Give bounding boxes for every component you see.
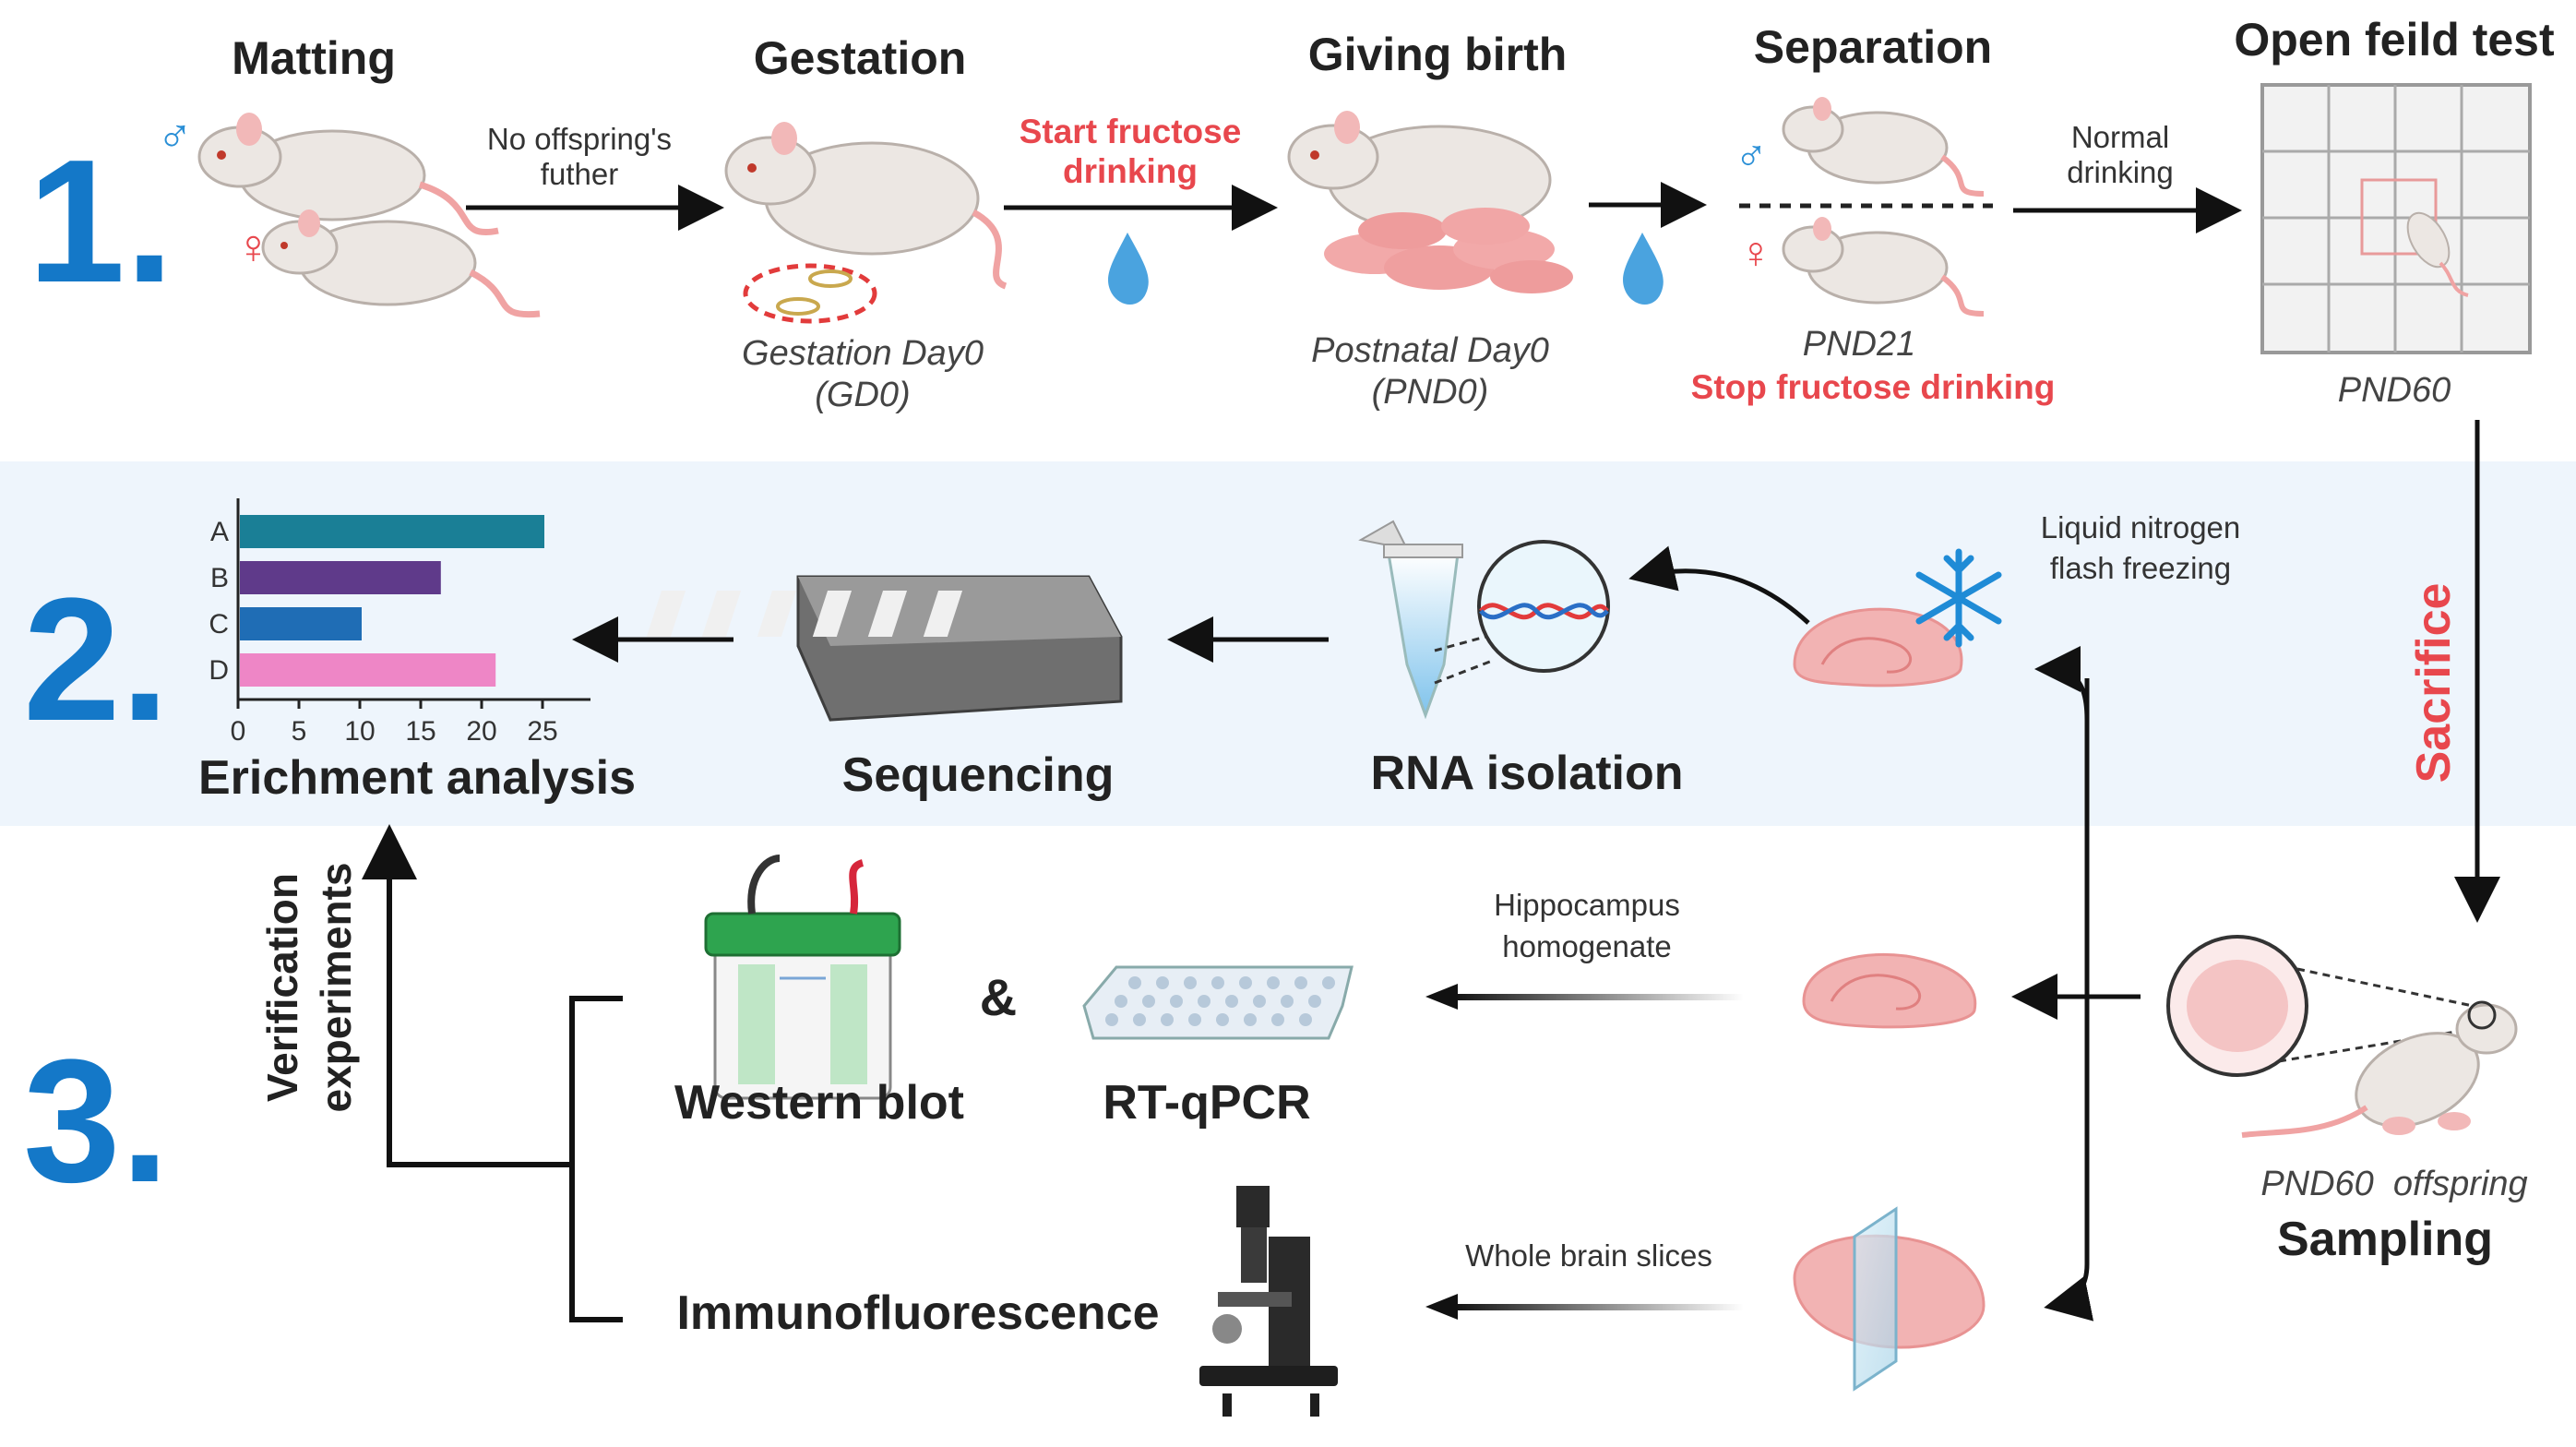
microscope-icon [1199, 1186, 1338, 1417]
label-hippocampus-1: Hippocampus [1494, 888, 1680, 922]
bar-a [240, 515, 544, 548]
male-symbol-2: ♂ [1735, 132, 1768, 181]
label-gd0-2: (GD0) [815, 376, 910, 414]
distribution-connector [2044, 678, 2094, 1321]
brain-hemisphere-icon [1793, 607, 1963, 688]
verification-bracket [389, 835, 623, 1322]
western-blot-icon [704, 855, 901, 1100]
category-label-b: B [210, 563, 229, 593]
stage-matting: Matting [232, 32, 396, 84]
qpcr-plate-icon [1082, 965, 1354, 1040]
label-pnd21: PND21 [1803, 325, 1916, 364]
label-start-fructose-2: drinking [1063, 152, 1198, 190]
arrow-hippocampus-head [1425, 984, 1458, 1010]
open-field-arena-icon [2260, 83, 2532, 354]
hippocampus-brain-icon [1802, 952, 1977, 1029]
male-symbol: ♂ [157, 110, 193, 163]
rat-with-pups-icon [1287, 111, 1573, 293]
label-immunofluorescence: Immunofluorescence [676, 1286, 1159, 1340]
rna-tube-icon [1358, 520, 1610, 720]
label-rt-qpcr: RT-qPCR [1103, 1076, 1310, 1130]
label-gd0-1: Gestation Day0 [742, 334, 984, 373]
label-liquid-nitrogen-1: Liquid nitrogen [2041, 510, 2241, 544]
female-symbol-2: ♀ [1739, 229, 1772, 278]
step-number-2: 2. [23, 562, 169, 758]
x-tick-label: 0 [231, 716, 246, 747]
snowflake-icon [1915, 548, 2002, 648]
label-stop-fructose: Stop fructose drinking [1691, 368, 2056, 406]
label-start-fructose-1: Start fructose [1020, 113, 1242, 150]
arrow-hippocampus-shaft [1453, 994, 1744, 1000]
label-no-offspring-2: futher [541, 157, 618, 191]
label-sequencing: Sequencing [842, 748, 1115, 802]
distribution-connector-up [2034, 646, 2090, 721]
bar-d [240, 653, 496, 687]
bar-b [240, 561, 441, 594]
label-pnd0-1: Postnatal Day0 [1311, 331, 1549, 370]
bar-c [240, 607, 362, 640]
female-symbol: ♀ [235, 221, 271, 274]
separated-rats-icon [1739, 97, 1993, 317]
x-tick-label: 20 [466, 716, 496, 747]
label-sampling: Sampling [2277, 1213, 2493, 1266]
category-label-c: C [209, 609, 229, 640]
pregnant-rat-icon [724, 122, 1008, 324]
label-enrichment: Erichment analysis [198, 751, 636, 805]
arrow-wholebrain-shaft [1453, 1304, 1744, 1310]
category-label-d: D [209, 655, 229, 686]
x-tick-label: 15 [405, 716, 435, 747]
stage-separation: Separation [1754, 21, 1992, 73]
x-tick-label: 5 [292, 716, 307, 747]
label-verification-2: experiments [312, 862, 360, 1112]
water-drop-icon [1108, 233, 1149, 305]
step-number-1: 1. [28, 124, 173, 319]
label-rna-isolation: RNA isolation [1371, 747, 1684, 800]
arrow-brain-rna [1628, 545, 1810, 625]
category-label-a: A [210, 517, 229, 547]
label-whole-brain: Whole brain slices [1465, 1238, 1712, 1273]
sequencer-icon [646, 575, 1123, 722]
x-tick-label: 10 [344, 716, 375, 747]
label-sacrifice: Sacrifice [2407, 583, 2461, 783]
stage-gestation: Gestation [754, 32, 967, 84]
label-pnd0-2: (PND0) [1372, 373, 1489, 412]
label-no-offspring-1: No offspring's [487, 122, 672, 156]
label-pnd60: PND60 [2338, 371, 2451, 410]
label-normal-drinking-1: Normal [2071, 120, 2169, 154]
label-pnd60-offspring: PND60 offspring [2260, 1165, 2527, 1203]
arrow-wholebrain-head [1425, 1294, 1458, 1320]
label-verification-1: Verification [258, 873, 306, 1102]
whole-brain-icon [1793, 1206, 1986, 1392]
rat-pair-icon [197, 113, 541, 318]
step-number-3: 3. [23, 1023, 169, 1219]
stage-open-field: Open feild test [2234, 14, 2555, 66]
stage-birth: Giving birth [1308, 29, 1568, 80]
x-tick-label: 25 [527, 716, 557, 747]
sampling-rat-icon [2166, 935, 2518, 1138]
water-drop-icon-2 [1623, 233, 1664, 305]
label-ampersand: & [980, 968, 1017, 1026]
label-liquid-nitrogen-2: flash freezing [2050, 551, 2231, 585]
label-normal-drinking-2: drinking [2067, 155, 2174, 189]
label-hippocampus-2: homogenate [1502, 929, 1671, 963]
label-western-blot: Western blot [674, 1076, 964, 1130]
